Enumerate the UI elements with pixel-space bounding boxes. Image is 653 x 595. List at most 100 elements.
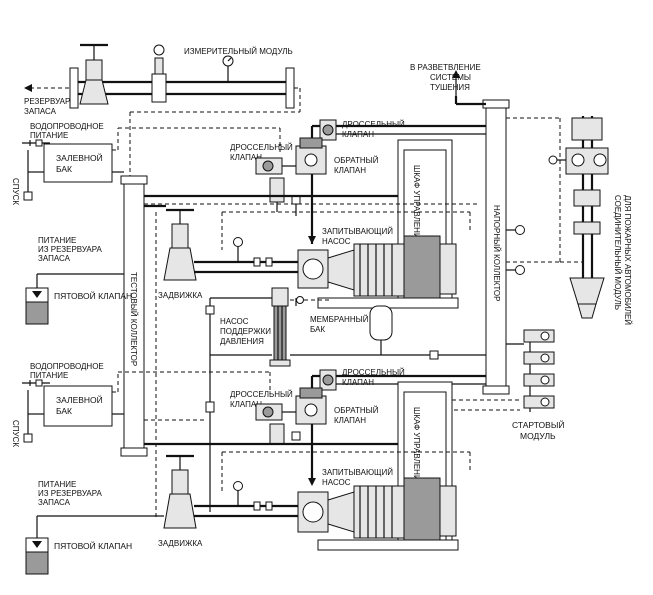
foot-valve-arrow-icon bbox=[32, 291, 42, 298]
feed-pump-1-label-a: ЗАПИТЫВАЮЩИЙ bbox=[322, 227, 393, 236]
check-valve-2-label-b: КЛАПАН bbox=[334, 416, 366, 425]
gate-valve-1-label: ЗАДВИЖКА bbox=[158, 291, 203, 300]
fire-truck-connecting-module bbox=[548, 116, 609, 319]
reserve-supply-2-label-b: ИЗ РЕЗЕРВУАРА bbox=[38, 489, 103, 498]
upper-suction-line bbox=[144, 194, 398, 274]
reserve-supply-1-label-a: ПИТАНИЕ bbox=[38, 236, 76, 245]
jockey-pump-label-line2: ПОДДЕРЖКИ bbox=[220, 327, 271, 336]
check-valve-1-label-b: КЛАПАН bbox=[334, 166, 366, 175]
drain-2-label: СПУСК bbox=[11, 420, 20, 447]
fill-tank-1-label-b: БАК bbox=[56, 164, 72, 174]
throttle-valve-left-2-label-b: КЛАПАН bbox=[230, 400, 262, 409]
feed-pump-1-arrow bbox=[308, 224, 316, 244]
connecting-module-line bbox=[506, 117, 583, 263]
lower-suction-fittings bbox=[253, 501, 273, 511]
upper-suction-gauge-icon bbox=[233, 237, 243, 262]
throttle-valve-mid-label-a: ДРОССЕЛЬНЫЙ bbox=[342, 368, 405, 377]
drain-1-label: СПУСК bbox=[11, 178, 20, 205]
reserve-tank-label-line2: ЗАПАСА bbox=[24, 107, 57, 116]
throttle-valve-top-label-a: ДРОССЕЛЬНЫЙ bbox=[342, 120, 405, 129]
arrow-down-icon-2 bbox=[308, 478, 316, 486]
lower-gate-valve-icon bbox=[163, 454, 197, 529]
water-supply-2-label-a: ВОДОПРОВОДНОЕ bbox=[30, 362, 104, 371]
pressure-manifold bbox=[454, 96, 510, 395]
lower-suction-line bbox=[144, 442, 398, 518]
to-branch-label-line2: СИСТЕМЫ bbox=[430, 73, 471, 82]
fill-tank-2-label-b: БАК bbox=[56, 406, 72, 416]
connecting-module-label-2: ДЛЯ ПОЖАРНЫХ АВТОМОБИЛЕЙ bbox=[623, 195, 632, 325]
to-branch-label-line1: В РАЗВЕТВЛЕНИЕ bbox=[410, 63, 481, 72]
feed-pump-2-label-a: ЗАПИТЫВАЮЩИЙ bbox=[322, 468, 393, 477]
reserve-return-line bbox=[24, 84, 301, 180]
upper-gate-valve-icon bbox=[163, 208, 197, 281]
manifold-gauge-bottom-icon bbox=[506, 265, 525, 275]
fill-tank-1-lines bbox=[112, 127, 281, 173]
throttle-valve-left-2-label-a: ДРОССЕЛЬНЫЙ bbox=[230, 390, 293, 399]
reserve-supply-2-label-c: ЗАПАСА bbox=[38, 498, 71, 507]
measuring-line bbox=[69, 43, 295, 109]
mid-fittings bbox=[205, 305, 439, 360]
fill-tank-1-label-a: ЗАЛЕВНОЙ bbox=[56, 152, 103, 163]
jockey-pump-label-line3: ДАВЛЕНИЯ bbox=[220, 337, 264, 346]
jockey-pump bbox=[269, 287, 291, 367]
throttle-valve-left-1-label-a: ДРОССЕЛЬНЫЙ bbox=[230, 143, 293, 152]
measuring-gauge-icon bbox=[222, 55, 234, 82]
arrow-up-icon bbox=[452, 70, 460, 78]
fill-tank-2-lines bbox=[112, 371, 271, 415]
jockey-pump-label-line1: НАСОС bbox=[220, 317, 249, 326]
start-module-label-line1: СТАРТОВЫЙ bbox=[512, 419, 564, 430]
foot-valve-1-label: ПЯТОВОЙ КЛАПАН bbox=[54, 290, 132, 301]
feed-pump-1 bbox=[297, 235, 459, 309]
upper-drain-valve-icon bbox=[291, 195, 301, 216]
throttle-valve-top-label-b: КЛАПАН bbox=[342, 130, 374, 139]
test-manifold bbox=[120, 175, 148, 457]
feed-pump-2-arrow bbox=[308, 460, 316, 486]
lower-throttle-valve-left-icon bbox=[255, 403, 298, 421]
feed-pump-2 bbox=[297, 477, 459, 551]
foot-valve-arrow-icon-2 bbox=[32, 541, 42, 548]
system-branch-arrow bbox=[452, 70, 460, 96]
upper-suction-fittings bbox=[253, 257, 273, 267]
water-supply-1-label-a: ВОДОПРОВОДНОЕ bbox=[30, 122, 104, 131]
reserve-tank-label-line1: РЕЗЕРВУАР bbox=[24, 97, 70, 106]
control-cabinet-1-label: ШКАФ УПРАВЛЕНИЯ bbox=[412, 165, 421, 245]
lower-check-valve-icon bbox=[295, 387, 327, 425]
lower-dashed-control bbox=[221, 451, 471, 494]
feed-pump-1-label-b: НАСОС bbox=[322, 237, 351, 246]
reserve-supply-1-label-b: ИЗ РЕЗЕРВУАРА bbox=[38, 245, 103, 254]
manifold-gauge-top-icon bbox=[506, 225, 525, 235]
measuring-module-label: ИЗМЕРИТЕЛЬНЫЙ МОДУЛЬ bbox=[184, 47, 293, 56]
lower-throttle-valve-mid-icon bbox=[319, 369, 337, 391]
membrane-tank bbox=[369, 305, 393, 355]
arrow-down-icon bbox=[308, 236, 316, 244]
water-supply-2-label-b: ПИТАНИЕ bbox=[30, 371, 68, 380]
control-cabinet-2-label: ШКАФ УПРАВЛЕНИЯ bbox=[412, 407, 421, 487]
upper-throttle-valve-left-icon bbox=[255, 157, 298, 175]
to-branch-label-line3: ТУШЕНИЯ bbox=[430, 83, 470, 92]
lower-drain-valve-icon bbox=[291, 431, 301, 441]
check-valve-2-label-a: ОБРАТНЫЙ bbox=[334, 406, 379, 415]
upper-throttle-valve-top-icon bbox=[319, 119, 337, 141]
gate-valve-2-label: ЗАДВИЖКА bbox=[158, 539, 203, 548]
lower-suction-gauge-icon bbox=[233, 481, 243, 506]
foot-valve-1 bbox=[25, 273, 124, 325]
fill-tank-2-label-a: ЗАЛЕВНОЙ bbox=[56, 394, 103, 405]
upper-dashed-control bbox=[144, 203, 480, 520]
water-supply-1-label-b: ПИТАНИЕ bbox=[30, 131, 68, 140]
jockey-gauge-icon bbox=[295, 296, 304, 306]
arrow-left-icon bbox=[24, 84, 32, 92]
reserve-supply-2-label-a: ПИТАНИЕ bbox=[38, 480, 76, 489]
start-module bbox=[506, 329, 555, 412]
check-valve-1-label-a: ОБРАТНЫЙ bbox=[334, 156, 379, 165]
throttle-valve-mid-label-b: КЛАПАН bbox=[342, 378, 374, 387]
membrane-tank-label-line2: БАК bbox=[310, 325, 325, 334]
start-module-label-line2: МОДУЛЬ bbox=[520, 431, 556, 441]
top-gate-valve-icon bbox=[79, 43, 109, 105]
foot-valve-2-label: ПЯТОВОЙ КЛАПАН bbox=[54, 540, 132, 551]
upper-check-valve-icon bbox=[295, 137, 327, 175]
pressure-manifold-label: НАПОРНЫЙ КОЛЛЕКТОР bbox=[492, 205, 501, 301]
lower-strainer-icon bbox=[269, 423, 285, 445]
foot-valve-2 bbox=[25, 515, 164, 575]
